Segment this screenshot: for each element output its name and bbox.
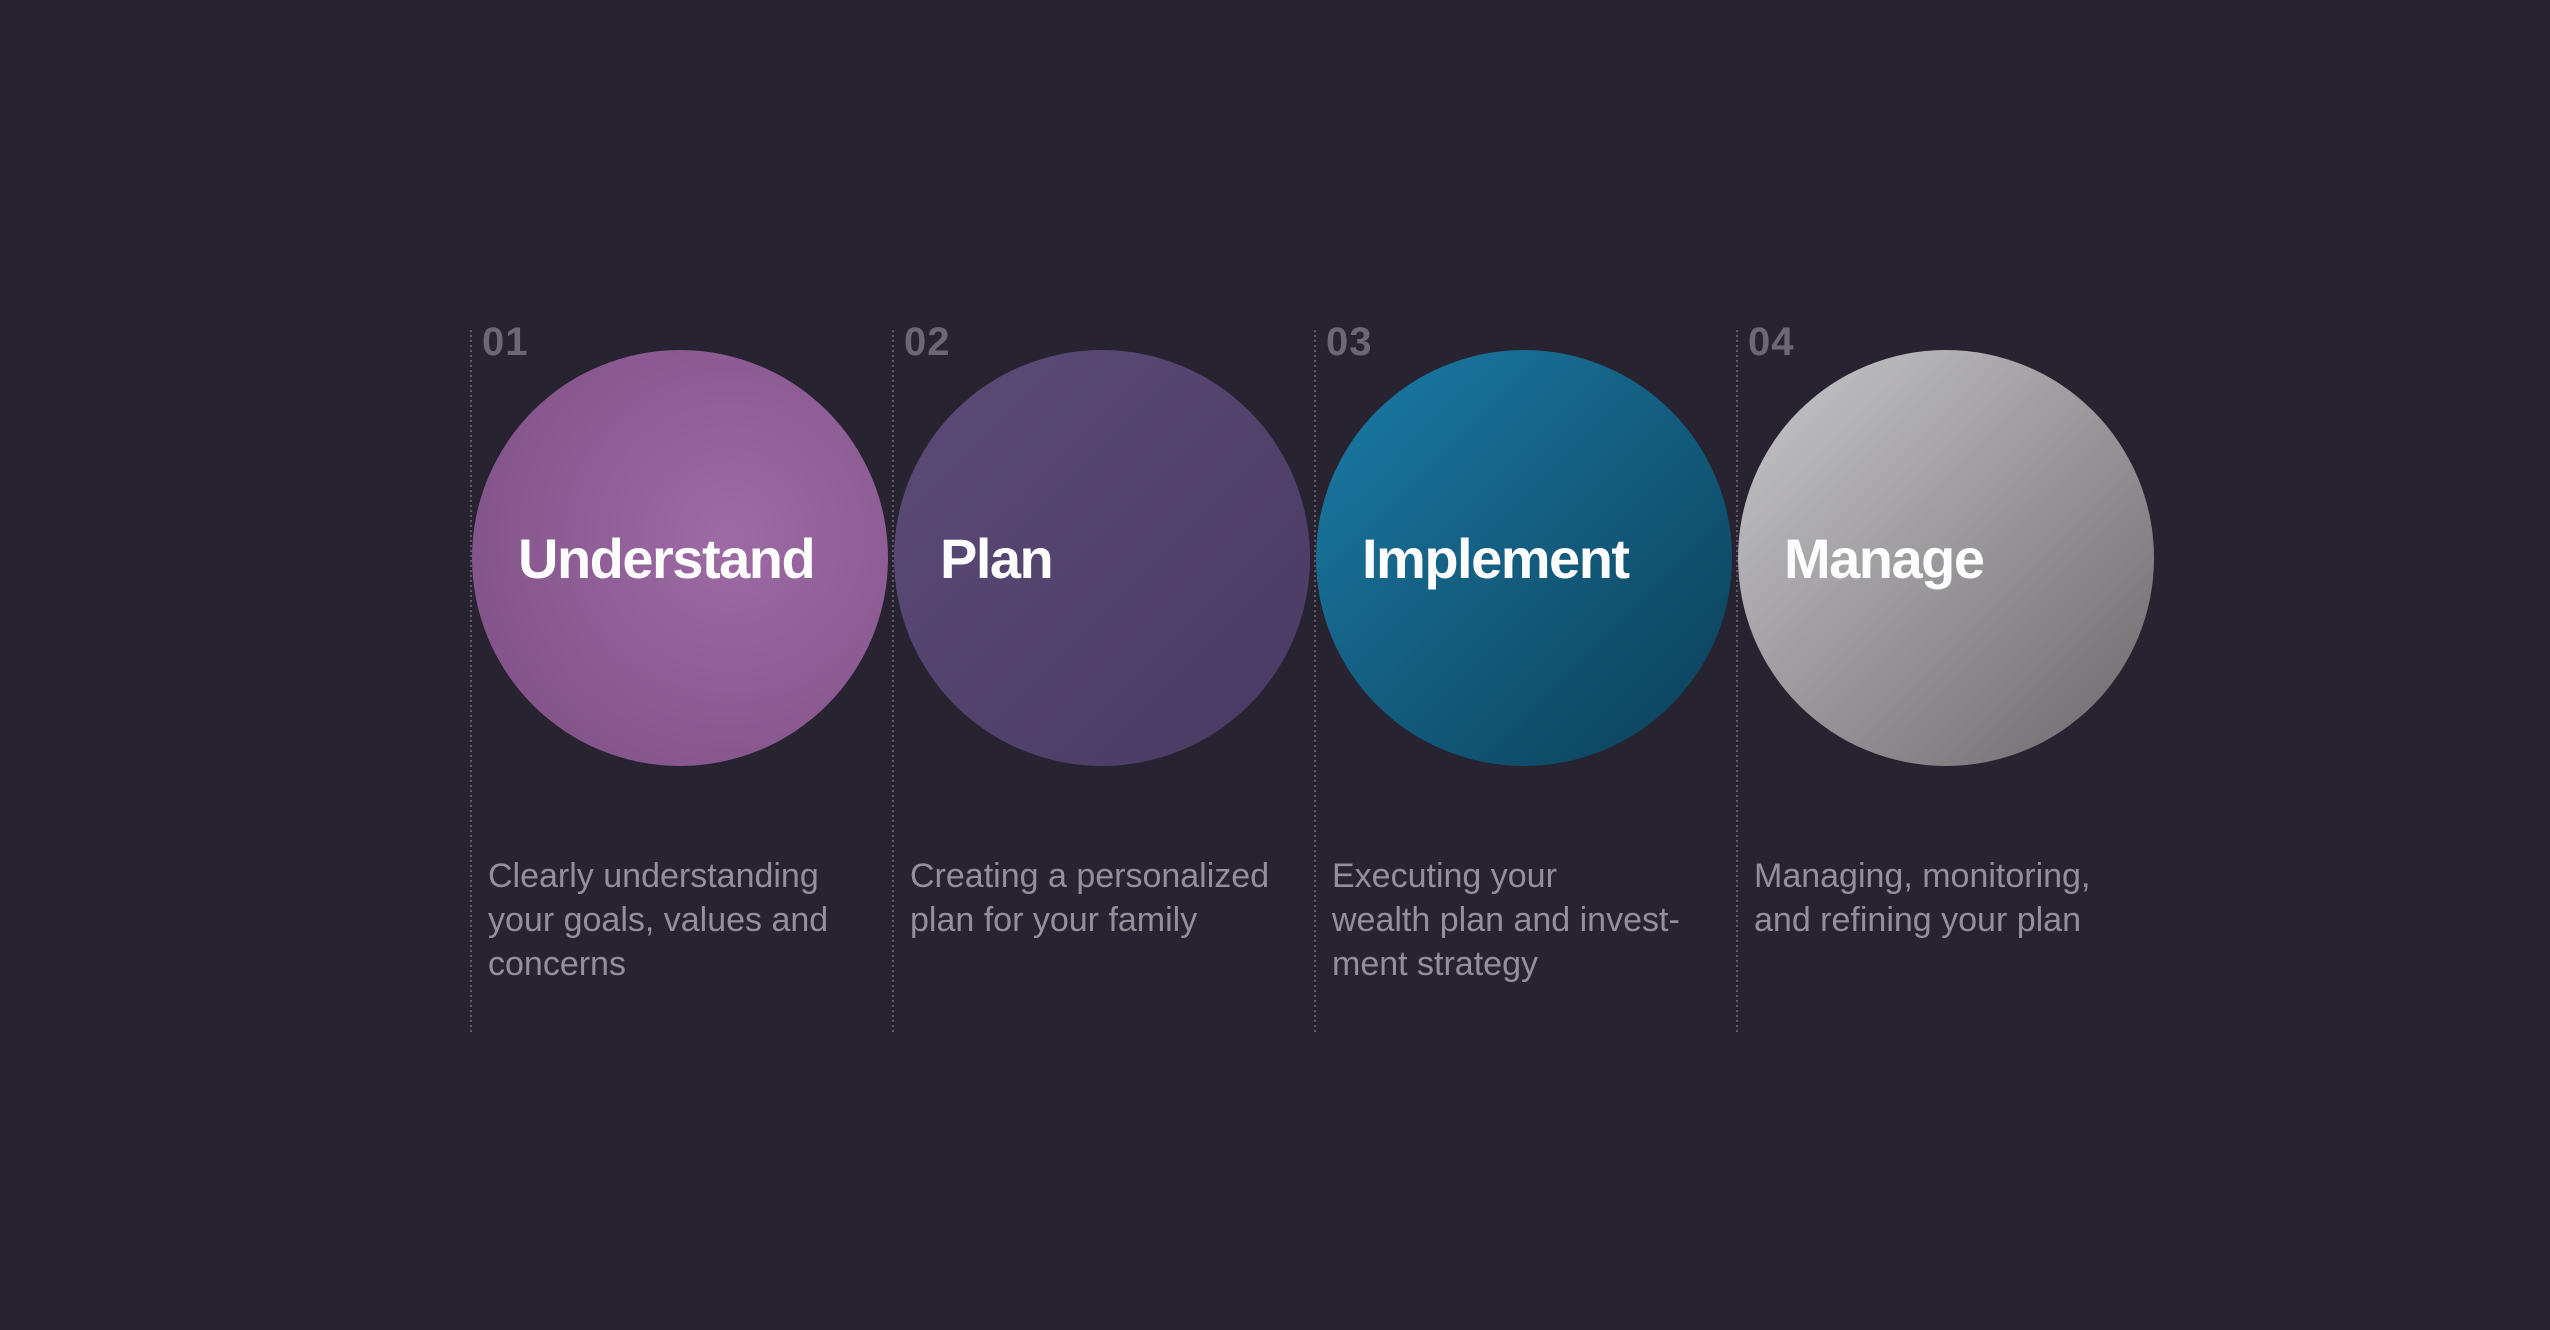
step-title: Plan: [940, 526, 1054, 590]
description-line: Clearly understanding: [488, 857, 819, 895]
step-title: Manage: [1784, 526, 1985, 590]
description-line: concerns: [488, 945, 626, 983]
description-line: and refining your plan: [1754, 901, 2082, 939]
description-line: Creating a personalized: [910, 857, 1270, 895]
step-description: Creating a personalized plan for your fa…: [910, 854, 1305, 942]
circle-understand: Understand: [472, 350, 888, 766]
step-description: Executing your wealth plan and invest- m…: [1332, 854, 1727, 986]
step-title: Implement: [1362, 526, 1630, 590]
step-number: 01: [482, 320, 529, 364]
description-line: your goals, values and: [488, 901, 829, 939]
step-description: Managing, monitoring, and refining your …: [1754, 854, 2149, 942]
step-description: Clearly understanding your goals, values…: [488, 854, 883, 986]
dotted-divider: [1736, 330, 1738, 1032]
description-line: Executing your: [1332, 857, 1557, 895]
step-number: 02: [904, 320, 951, 364]
circle-manage: Manage: [1738, 350, 2154, 766]
step-column-implement: 03 Implement Executing your wealth plan …: [1314, 322, 1734, 1042]
step-column-manage: 04 Manage Managing, monitoring, and refi…: [1736, 322, 2156, 1042]
dotted-divider: [470, 330, 472, 1032]
description-line: wealth plan and invest-: [1332, 901, 1680, 939]
description-line: Managing, monitoring,: [1754, 857, 2091, 895]
dotted-divider: [892, 330, 894, 1032]
step-number: 03: [1326, 320, 1373, 364]
step-title: Understand: [518, 526, 816, 590]
description-line: ment strategy: [1332, 945, 1538, 983]
step-column-understand: 01 Understand Clearly understanding your…: [470, 322, 890, 1042]
circle-implement: Implement: [1316, 350, 1732, 766]
circle-plan: Plan: [894, 350, 1310, 766]
dotted-divider: [1314, 330, 1316, 1032]
step-column-plan: 02 Plan Creating a personalized plan for…: [892, 322, 1312, 1042]
description-line: plan for your family: [910, 901, 1198, 939]
step-number: 04: [1748, 320, 1795, 364]
